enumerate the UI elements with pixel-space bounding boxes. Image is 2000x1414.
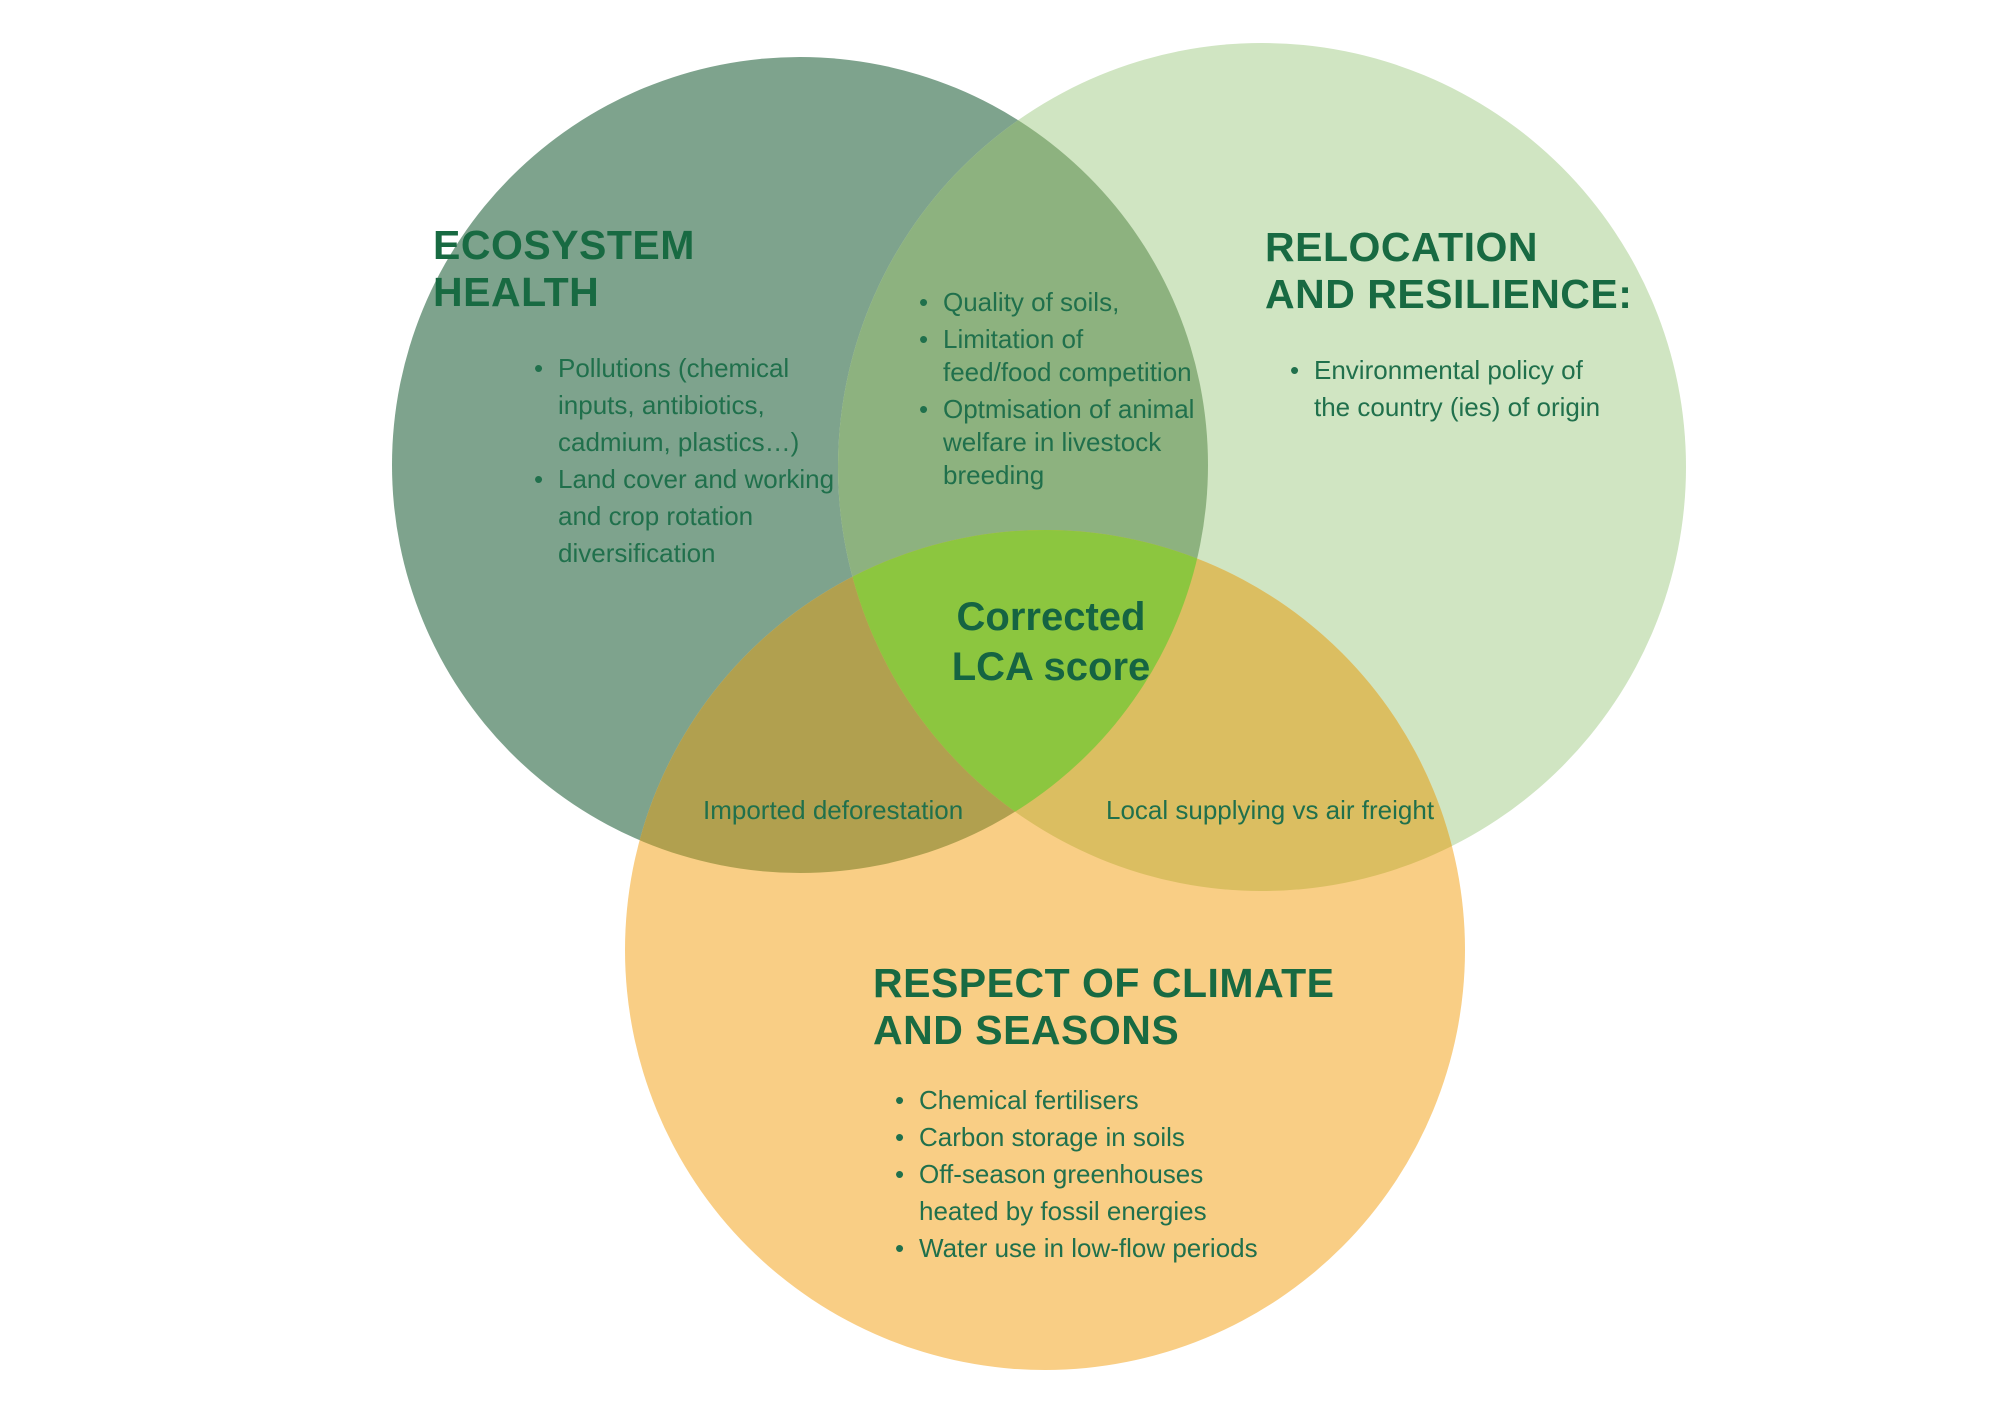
list-item: Limitation of feed/food competition (917, 323, 1217, 389)
list-item: Quality of soils, (917, 286, 1217, 319)
relocation-resilience-bullets: Environmental policy of the country (ies… (1288, 352, 1628, 426)
imported-deforestation-label: Imported deforestation (703, 795, 964, 825)
left-right-overlap-bullets: Quality of soils, Limitation of feed/foo… (917, 286, 1217, 496)
respect-climate-bullets: Chemical fertilisers Carbon storage in s… (893, 1082, 1293, 1267)
list-item: Off-season greenhouses heated by fossil … (893, 1156, 1293, 1230)
local-supplying-label: Local supplying vs air freight (1106, 795, 1435, 825)
respect-climate-title: RESPECT OF CLIMATE AND SEASONS (873, 960, 1335, 1053)
list-item: Pollutions (chemical inputs, antibiotics… (532, 350, 862, 461)
list-item: Environmental policy of the country (ies… (1288, 352, 1628, 426)
left-bottom-overlap-region (625, 530, 1208, 873)
ecosystem-health-title: ECOSYSTEM HEALTH (433, 222, 695, 315)
ecosystem-health-bullets: Pollutions (chemical inputs, antibiotics… (532, 350, 862, 572)
list-item: Optmisation of animal welfare in livesto… (917, 393, 1217, 492)
list-item: Carbon storage in soils (893, 1119, 1293, 1156)
right-bottom-overlap-region (838, 530, 1465, 891)
list-item: Chemical fertilisers (893, 1082, 1293, 1119)
relocation-resilience-title: RELOCATION AND RESILIENCE: (1265, 224, 1633, 317)
corrected-lca-score-label: Corrected LCA score (951, 595, 1151, 689)
list-item: Land cover and working and crop rotation… (532, 461, 862, 572)
list-item: Water use in low-flow periods (893, 1230, 1293, 1267)
